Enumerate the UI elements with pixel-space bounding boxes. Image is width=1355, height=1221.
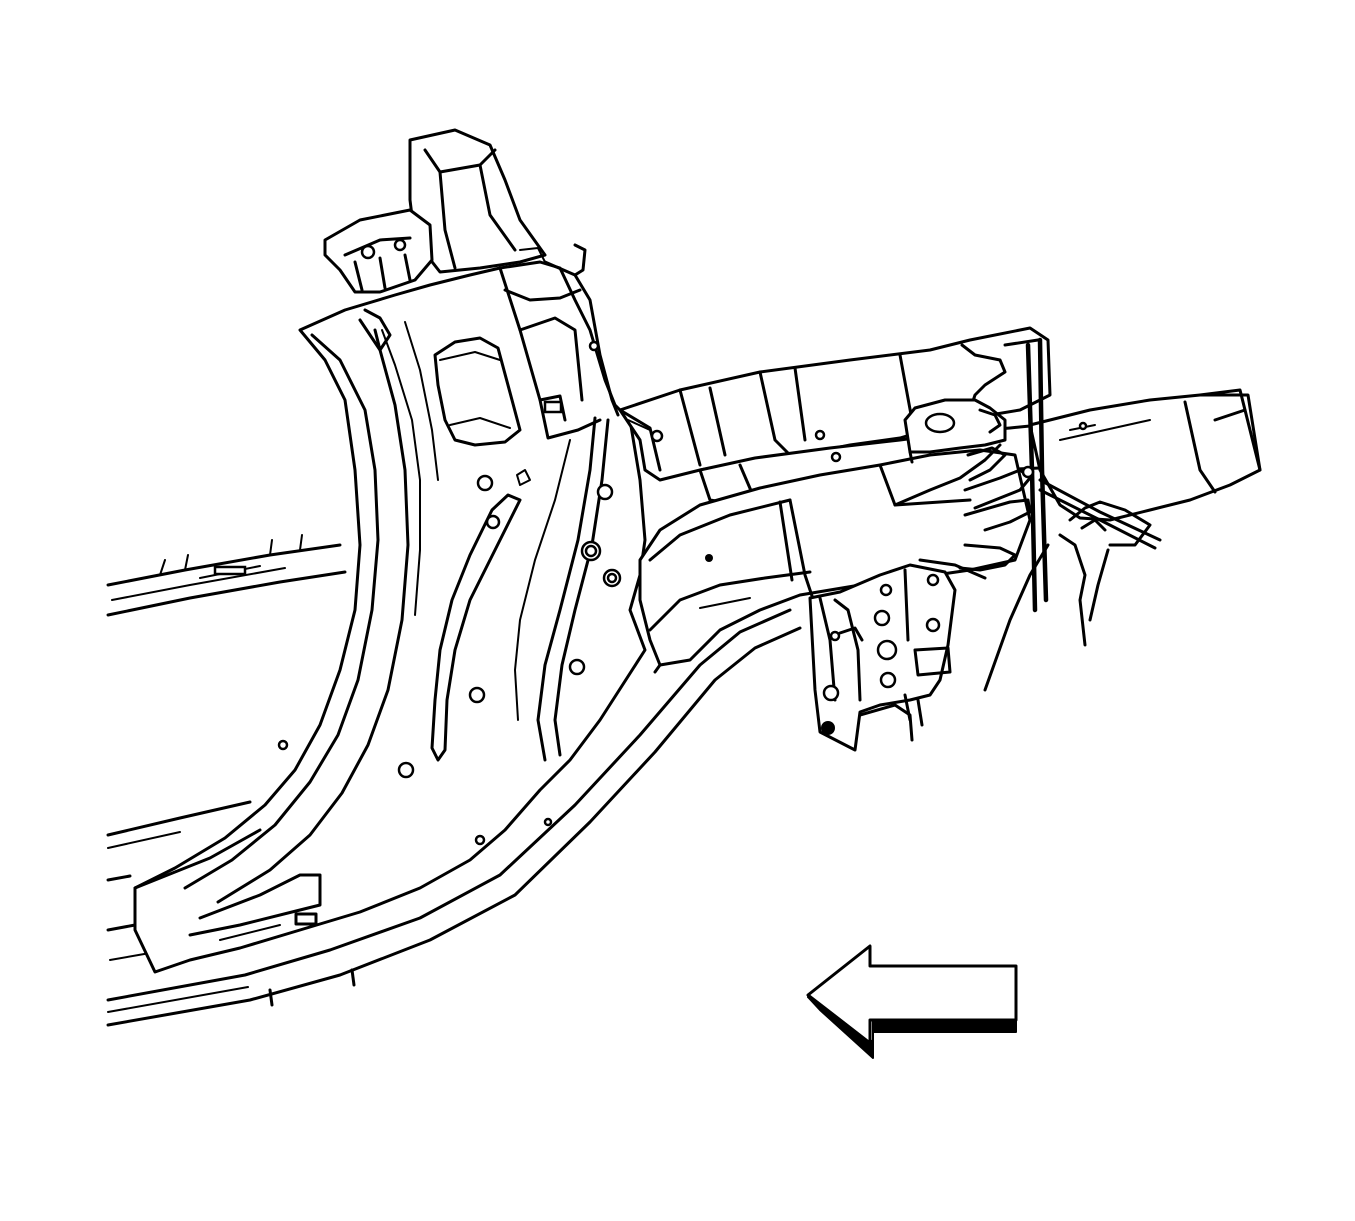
technician-hand-left: [893, 443, 1035, 580]
pillar-holes: [277, 469, 622, 846]
inner-pillar-panel: [433, 243, 620, 762]
wheelhouse-section: [638, 448, 1032, 674]
lower-bracket: [808, 563, 957, 752]
left-arrow-icon: [806, 944, 1018, 1059]
technician-hand-right: [983, 500, 1152, 692]
mounting-bracket: [903, 398, 1007, 464]
far-side-rail: [106, 534, 347, 617]
b-pillar: [133, 260, 647, 974]
frame-rail-end: [1028, 388, 1262, 522]
rocker-panel: [106, 608, 802, 1027]
floor-edge: [106, 800, 252, 932]
measuring-tool: [960, 337, 1162, 613]
pillar-top-cap: [323, 128, 547, 352]
